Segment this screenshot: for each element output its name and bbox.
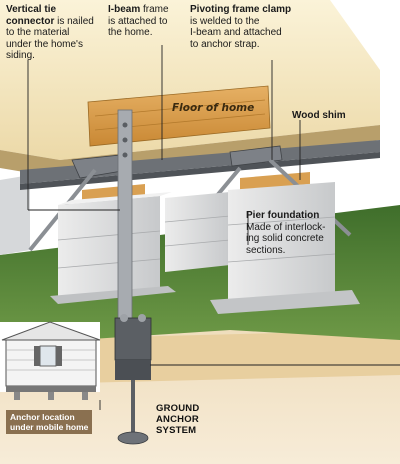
- vertical-tie-body-3: siding.: [6, 50, 35, 61]
- ibeam-title: I-beam: [108, 4, 141, 15]
- pivoting-body-3: to anchor strap.: [190, 38, 260, 50]
- pier-center: [164, 192, 231, 272]
- pier-left: [50, 192, 176, 304]
- anchor-helix: [117, 431, 149, 445]
- ibeam-body-1: is attached to: [108, 15, 168, 27]
- label-anchor-location: Anchor location under mobile home: [6, 410, 93, 434]
- label-wood-shim: Wood shim: [292, 110, 346, 122]
- vertical-tie-body-2: under the home's: [6, 38, 83, 50]
- pier-title: Pier foundation: [246, 210, 320, 221]
- ground-anchor-2: ANCHOR: [156, 414, 199, 425]
- floor-joist: [87, 85, 271, 147]
- ground-anchor-1: GROUND: [156, 403, 200, 414]
- vertical-tie-title-1: Vertical tie: [6, 4, 57, 15]
- ibeam-body-2: the home.: [108, 27, 153, 38]
- pier-back-left: [0, 175, 30, 255]
- anchor-location-2: under mobile home: [10, 422, 89, 432]
- vertical-tie-title-2: connector: [6, 15, 55, 27]
- pivoting-body-1: is welded to the: [190, 15, 260, 27]
- vertical-tie-rest: is nailed: [54, 15, 94, 27]
- label-pivoting-frame-clamp: Pivoting frame clamp is welded to the I-…: [190, 4, 330, 50]
- pivoting-body-2: I-beam and attached: [190, 27, 282, 38]
- wood-shim-title: Wood shim: [292, 110, 346, 121]
- pier-body-1: Made of interlock-: [246, 221, 326, 233]
- leader-lines: [27, 45, 400, 410]
- ground-anchor-3: SYSTEM: [156, 425, 197, 436]
- label-pier-foundation: Pier foundation Made of interlock- ing s…: [246, 210, 356, 256]
- pier-right: [210, 182, 360, 314]
- label-ground-anchor-system: GROUND ANCHOR SYSTEM: [156, 403, 199, 436]
- pivoting-title: Pivoting frame clamp: [190, 4, 292, 15]
- anchor-location-1: Anchor location: [10, 412, 75, 422]
- ibeam-rest: frame: [140, 4, 169, 15]
- label-ibeam: I-beam frame is attached to the home.: [108, 4, 188, 39]
- label-floor-of-home: Floor of home: [172, 102, 255, 114]
- pier-body-3: sections.: [246, 244, 286, 256]
- anchor-head: [114, 317, 152, 361]
- vertical-tie-strap: [117, 109, 133, 341]
- anchor-cutaway: [115, 360, 151, 380]
- inset-mobile-home: [0, 321, 101, 400]
- pier-body-2: ing solid concrete: [246, 233, 324, 244]
- label-vertical-tie: Vertical tie connector is nailed to the …: [6, 4, 106, 62]
- anchor-rod: [131, 380, 135, 435]
- vertical-tie-body-1: to the material: [6, 27, 70, 38]
